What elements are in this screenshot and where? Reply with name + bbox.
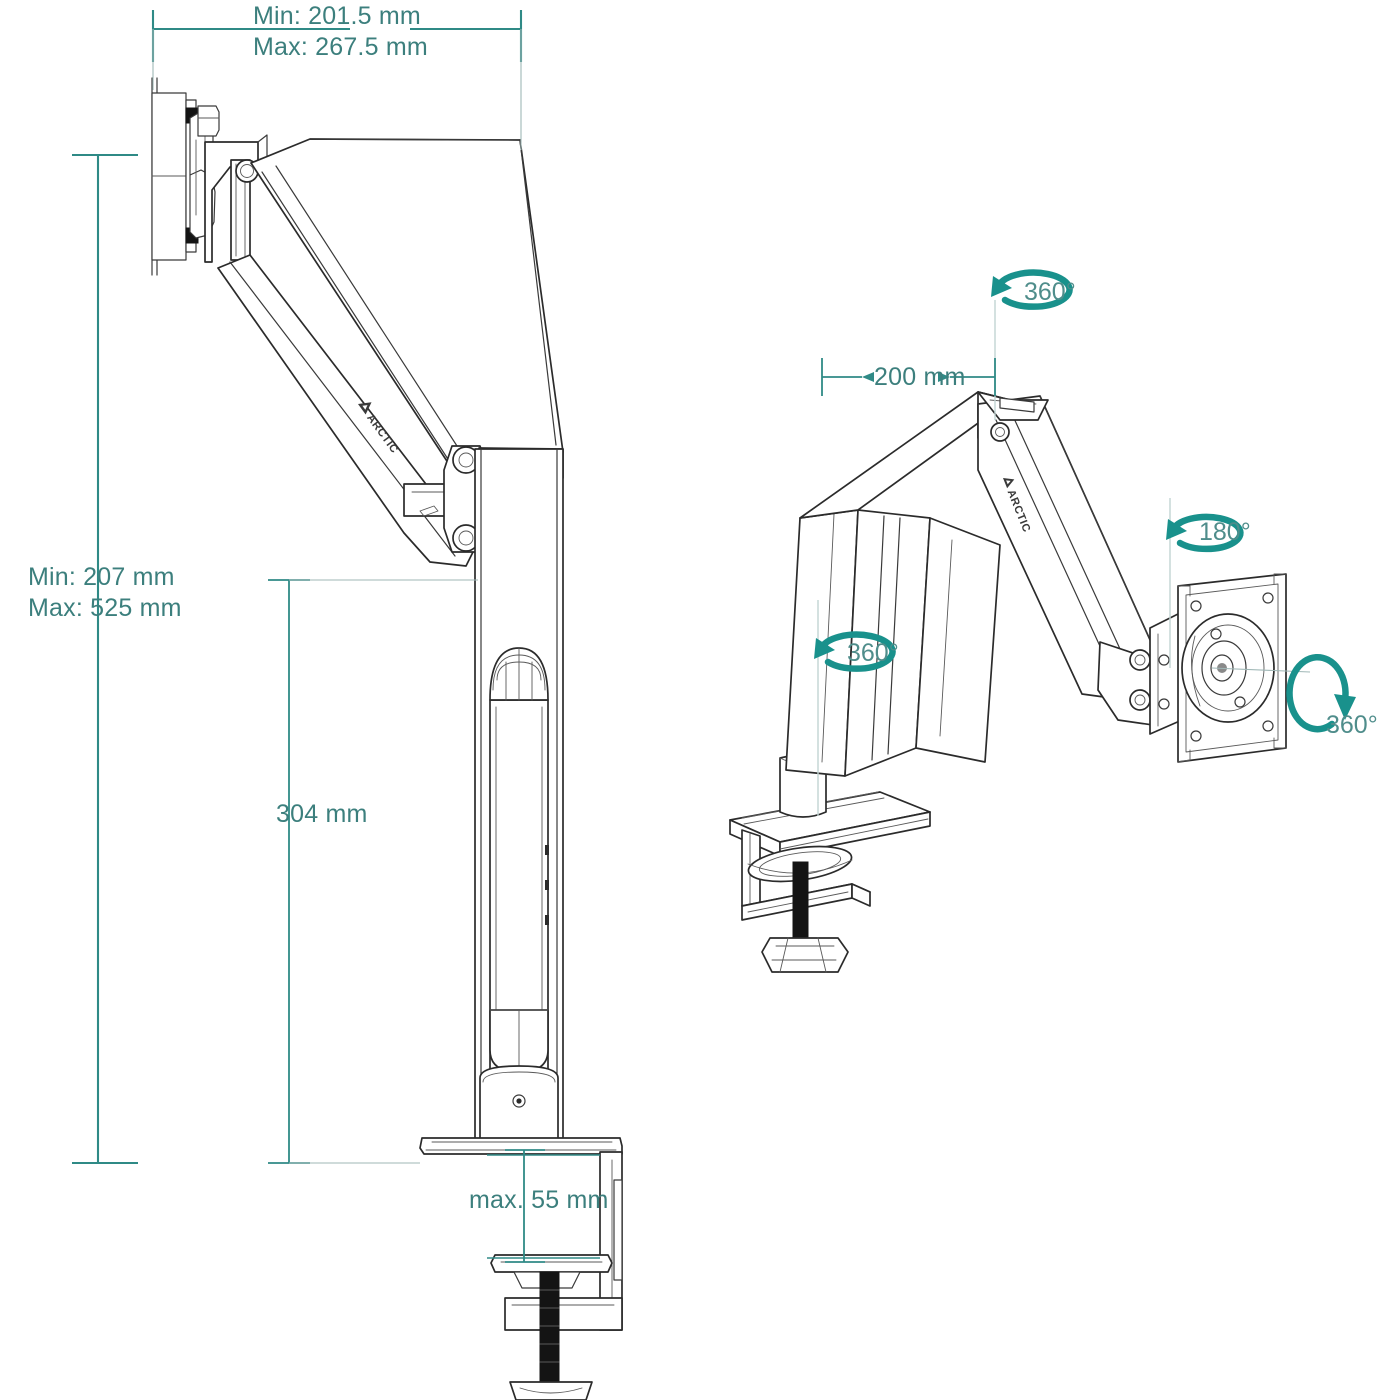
dimension-pillar-label: 304 mm bbox=[276, 800, 368, 828]
rotation-arm-tilt: 180° bbox=[1166, 513, 1251, 553]
desk-clamp-side bbox=[419, 1137, 623, 1400]
dimension-clamp-label: max. 55 mm bbox=[469, 1186, 609, 1214]
dimension-height: Min: 207 mm Max: 525 mm bbox=[28, 153, 182, 1165]
side-elevation-view: ARCTIC bbox=[28, 2, 623, 1400]
dimension-pillar: 304 mm bbox=[268, 579, 478, 1164]
dimension-base-offset: 200 mm bbox=[821, 358, 996, 396]
tilt-head-bracket bbox=[204, 134, 268, 263]
dimension-reach-min-label: Min: 201.5 mm bbox=[253, 2, 421, 30]
lower-arm-iso bbox=[785, 391, 1011, 777]
rotation-base-swivel-label: 360° bbox=[847, 639, 899, 667]
rotation-vesa: 360° bbox=[1286, 653, 1378, 739]
dimension-height-min-label: Min: 207 mm bbox=[28, 563, 175, 591]
dimension-reach: Min: 201.5 mm Max: 267.5 mm bbox=[151, 2, 523, 150]
dimension-height-max-label: Max: 525 mm bbox=[28, 594, 182, 622]
dimension-base-offset-label: 200 mm bbox=[874, 363, 966, 391]
rotation-top-swivel-label: 360° bbox=[1024, 278, 1076, 306]
pillar-column-side bbox=[474, 448, 564, 1151]
rotation-base-swivel: 360° bbox=[814, 631, 899, 672]
rotation-top-swivel: 360° bbox=[991, 269, 1076, 310]
dimension-clamp: max. 55 mm bbox=[469, 1149, 609, 1263]
isometric-view: 200 mm 360° 360° 180° 360° bbox=[729, 269, 1378, 973]
rotation-arm-tilt-label: 180° bbox=[1199, 518, 1251, 546]
dimension-reach-max-label: Max: 267.5 mm bbox=[253, 33, 428, 61]
rotation-vesa-label: 360° bbox=[1326, 711, 1378, 739]
vesa-mount-side bbox=[151, 77, 220, 276]
